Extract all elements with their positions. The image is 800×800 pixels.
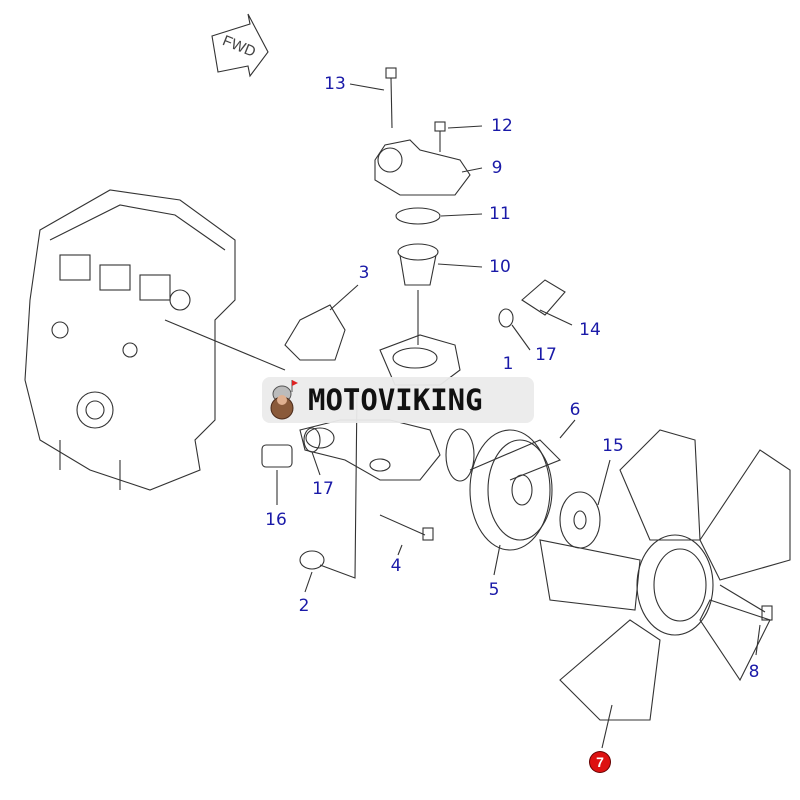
callout-4[interactable]: 4: [390, 556, 402, 576]
engine-block: [24, 189, 286, 491]
pulley: [469, 419, 576, 576]
thermostat-housing: [374, 139, 483, 196]
thermostat: [397, 243, 483, 345]
temperature-sensor: [521, 279, 573, 326]
gasket-17-upper: [498, 308, 531, 351]
callout-17-upper[interactable]: 17: [535, 345, 557, 365]
drain-plug: [261, 444, 293, 505]
callout-5[interactable]: 5: [488, 580, 500, 600]
callout-10[interactable]: 10: [489, 257, 511, 277]
callout-15[interactable]: 15: [602, 436, 624, 456]
fwd-arrow-icon: [211, 13, 269, 78]
callout-13[interactable]: 13: [324, 74, 346, 94]
callout-12[interactable]: 12: [491, 116, 513, 136]
callout-11[interactable]: 11: [489, 204, 511, 224]
callout-1[interactable]: 1: [502, 354, 514, 374]
callout-7-highlighted[interactable]: 7: [590, 752, 610, 772]
gasket-17-lower: [303, 427, 321, 476]
bolt-8: [719, 584, 773, 656]
callout-6[interactable]: 6: [569, 400, 581, 420]
callout-8[interactable]: 8: [748, 662, 760, 682]
bolt-4: [379, 514, 434, 556]
fan-spacer: [559, 459, 611, 549]
viking-mascot-icon: [270, 380, 298, 420]
bolt-13: [349, 67, 397, 129]
callout-16[interactable]: 16: [265, 510, 287, 530]
bolt-12: [434, 121, 483, 152]
gasket-2: [299, 389, 358, 593]
cooling-fan: [539, 429, 791, 749]
callout-3[interactable]: 3: [358, 263, 370, 283]
gasket-3: [284, 284, 359, 361]
o-ring: [395, 207, 483, 225]
watermark-text: MOTOVIKING: [308, 383, 483, 417]
callout-2[interactable]: 2: [298, 596, 310, 616]
callout-14[interactable]: 14: [579, 320, 601, 340]
callout-9[interactable]: 9: [491, 158, 503, 178]
watermark: MOTOVIKING: [262, 377, 534, 423]
callout-17-lower[interactable]: 17: [312, 479, 334, 499]
